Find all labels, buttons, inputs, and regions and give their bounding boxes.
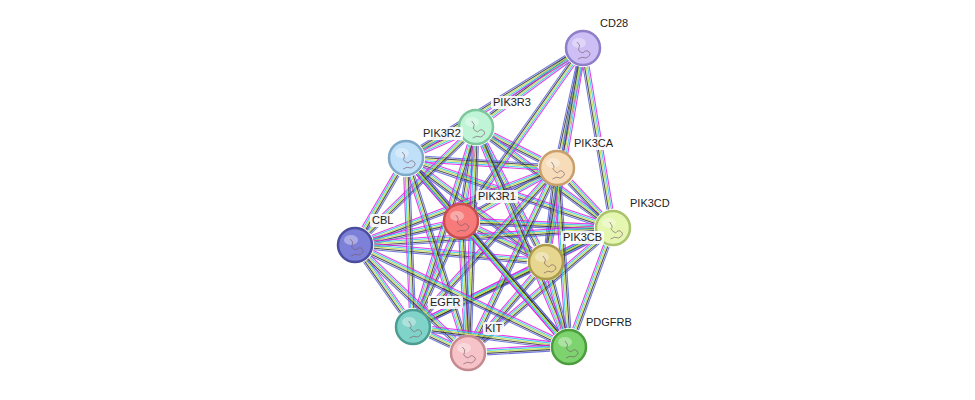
- protein-label: PIK3CA: [572, 137, 615, 150]
- protein-label: PIK3R1: [476, 190, 518, 203]
- protein-node: PIK3R2: [387, 139, 425, 177]
- evidence-line: [554, 280, 567, 328]
- evidence-line: [410, 177, 415, 308]
- evidence-line: [571, 181, 601, 213]
- evidence-line: [487, 351, 550, 355]
- evidence-line: [363, 174, 395, 228]
- protein-node: PDGFRB: [550, 328, 588, 366]
- evidence-line: [569, 183, 599, 215]
- evidence-line: [493, 62, 569, 118]
- node-circle: [538, 149, 576, 187]
- node-circle: [387, 139, 425, 177]
- evidence-line: [366, 175, 398, 229]
- interaction-edge: [480, 238, 600, 343]
- protein-node: EGFR: [394, 308, 432, 346]
- protein-label: KIT: [483, 322, 504, 335]
- evidence-line: [365, 174, 397, 228]
- protein-node: PIK3CA: [538, 149, 576, 187]
- evidence-line: [367, 176, 399, 230]
- protein-label: PDGFRB: [584, 316, 634, 329]
- protein-label: EGFR: [428, 296, 463, 309]
- node-circle: [550, 328, 588, 366]
- protein-label: CBL: [370, 214, 395, 227]
- node-circle: [394, 308, 432, 346]
- node-circle: [336, 226, 374, 264]
- protein-label: CD28: [598, 17, 630, 30]
- evidence-line: [570, 182, 600, 214]
- node-circle: [527, 243, 565, 281]
- protein-node: KIT: [449, 334, 487, 372]
- evidence-line: [551, 280, 564, 328]
- protein-node: CBL: [336, 226, 374, 264]
- evidence-line: [572, 180, 602, 212]
- evidence-line: [465, 240, 470, 334]
- node-circle: [442, 202, 480, 240]
- node-circle: [449, 334, 487, 372]
- protein-label: PIK3R2: [421, 127, 463, 140]
- evidence-line: [482, 240, 598, 340]
- evidence-line: [429, 338, 450, 348]
- interaction-edge: [459, 240, 470, 334]
- protein-node: PIK3R1: [442, 202, 480, 240]
- evidence-line: [552, 280, 565, 328]
- evidence-line: [430, 336, 451, 346]
- evidence-line: [374, 248, 527, 262]
- protein-node: CD28: [564, 29, 602, 67]
- protein-node: PIK3CB: [527, 243, 565, 281]
- protein-label: PIK3CD: [628, 197, 672, 210]
- evidence-line: [373, 176, 539, 239]
- evidence-line: [421, 57, 566, 147]
- node-circle: [564, 29, 602, 67]
- interaction-edge: [487, 345, 550, 355]
- protein-label: PIK3R3: [491, 96, 533, 109]
- interaction-edge: [362, 173, 399, 230]
- evidence-line: [483, 242, 599, 342]
- protein-label: PIK3CB: [561, 231, 604, 244]
- interaction-edge: [548, 280, 567, 330]
